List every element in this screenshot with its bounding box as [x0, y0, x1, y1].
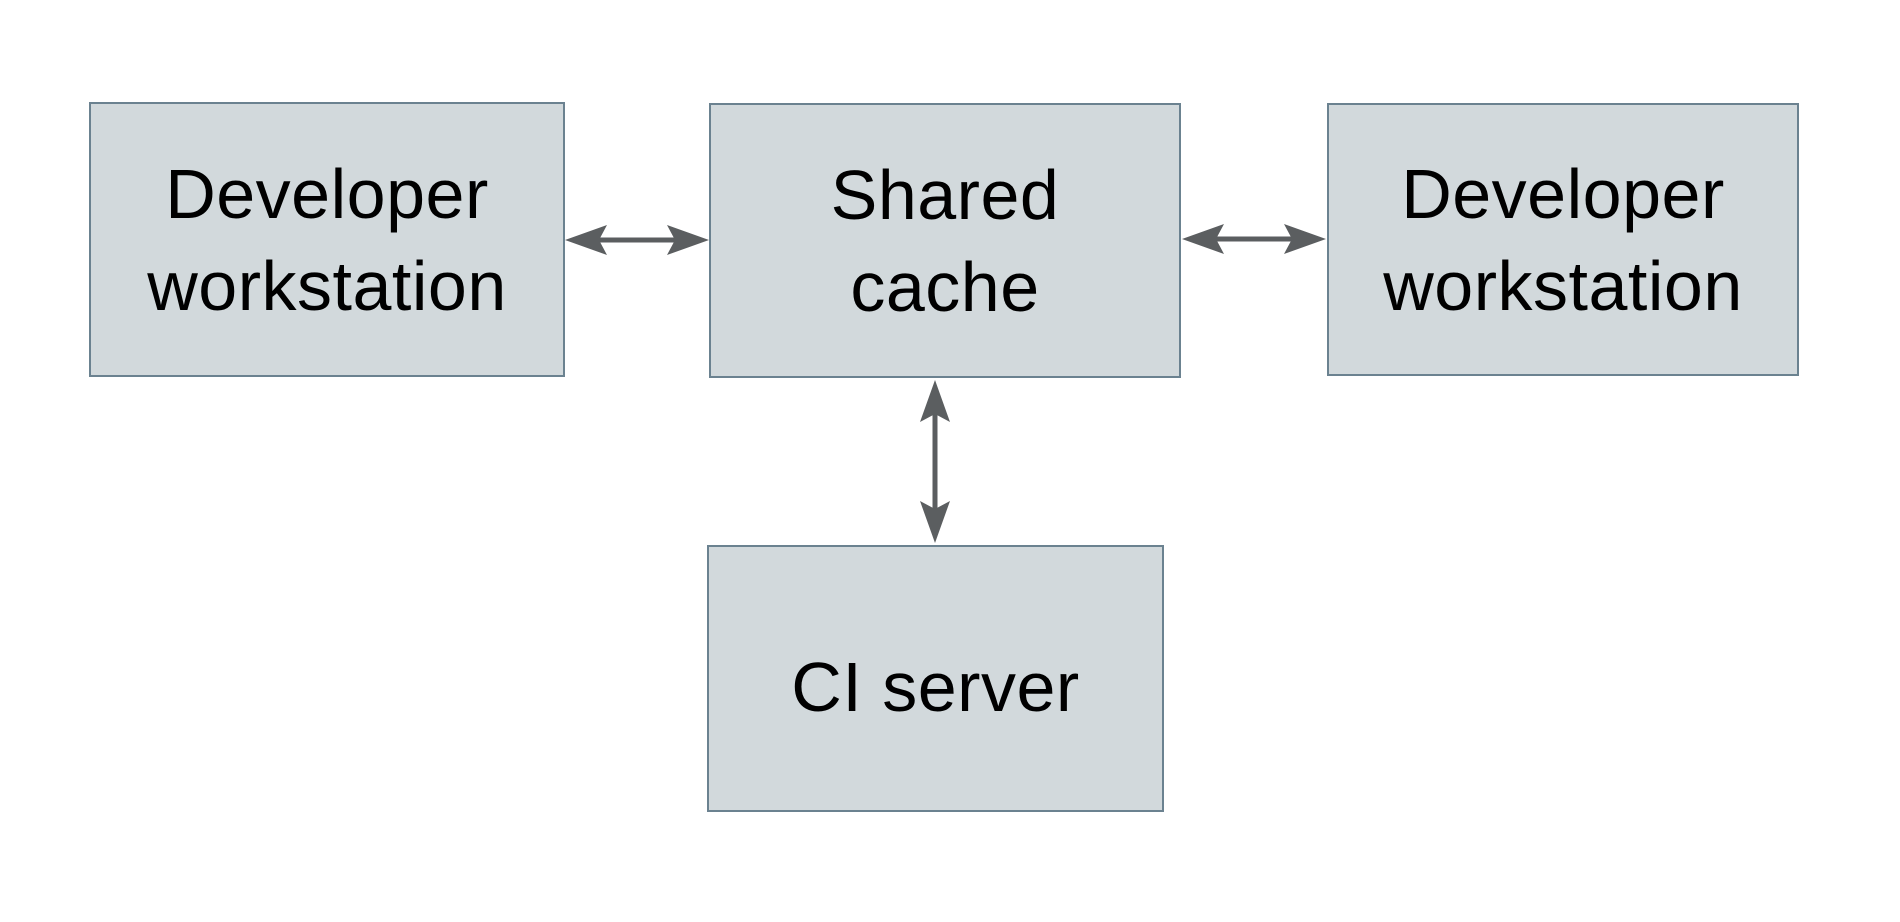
node-developer-workstation-right: Developer workstation — [1327, 103, 1799, 376]
node-developer-workstation-left: Developer workstation — [89, 102, 565, 377]
node-label-ci-server: CI server — [791, 647, 1080, 726]
node-label-developer-workstation-left: Developer workstation — [147, 154, 507, 325]
node-label-shared-cache: Shared cache — [830, 155, 1060, 326]
double-arrow-cache-devright-icon — [1182, 221, 1326, 257]
node-shared-cache: Shared cache — [709, 103, 1181, 378]
double-arrow-devleft-cache-icon — [565, 222, 709, 258]
node-label-developer-workstation-right: Developer workstation — [1383, 154, 1743, 325]
double-arrow-cache-ciserver-icon — [917, 380, 953, 543]
node-ci-server: CI server — [707, 545, 1164, 812]
